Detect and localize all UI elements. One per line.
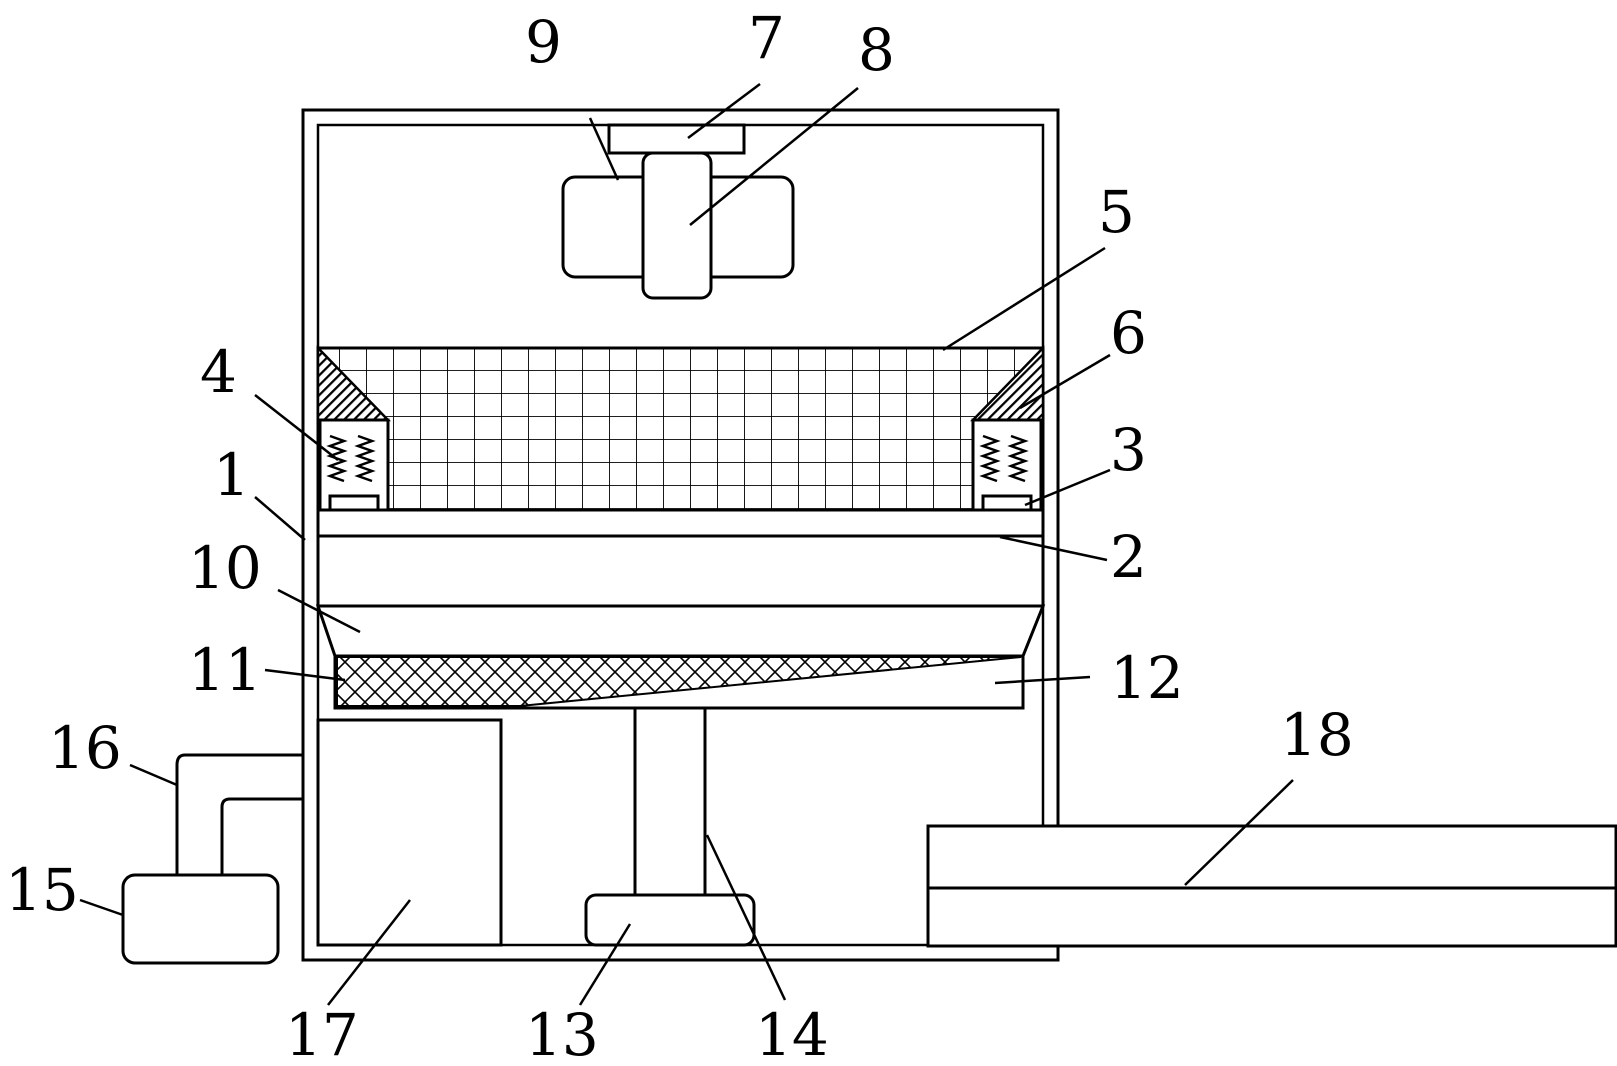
- pump-assembly: [121, 753, 305, 965]
- right-springs: [979, 434, 1029, 483]
- central-column: [584, 706, 756, 947]
- filter-media: [336, 656, 1022, 707]
- label-12: 12: [1110, 644, 1184, 712]
- tray-band: [316, 534, 1045, 608]
- label-6: 6: [1110, 299, 1147, 367]
- label-2: 2: [1110, 523, 1147, 591]
- label-11: 11: [188, 636, 262, 704]
- label-3: 3: [1110, 416, 1147, 484]
- conveyor: [926, 824, 1617, 948]
- internal-tank: [316, 718, 503, 947]
- top-motor-assembly: [561, 123, 795, 300]
- right-spring-base: [981, 494, 1033, 512]
- label-8: 8: [858, 16, 895, 84]
- label-1: 1: [213, 441, 250, 509]
- label-10: 10: [188, 534, 262, 602]
- label-4: 4: [200, 338, 237, 406]
- mesh-screen: [316, 346, 1045, 512]
- label-13: 13: [525, 1001, 599, 1066]
- label-14: 14: [755, 1001, 829, 1066]
- label-5: 5: [1098, 178, 1135, 246]
- left-spring-base: [328, 494, 380, 512]
- motor-shaft: [641, 151, 713, 300]
- support-plate: [316, 508, 1045, 538]
- conveyor-lower: [926, 886, 1617, 948]
- part-labels: 9 7 8 5 6 3 2 4 1 10 11 12 16 15 18 17 1…: [5, 4, 1354, 1066]
- label-18: 18: [1280, 701, 1354, 769]
- label-17: 17: [285, 1001, 359, 1066]
- label-15: 15: [5, 856, 79, 924]
- pump-body: [121, 873, 280, 965]
- motor-mount-plate: [607, 123, 746, 155]
- conveyor-upper: [926, 824, 1617, 890]
- label-16: 16: [48, 714, 122, 782]
- funnel: [315, 604, 1046, 658]
- support-column: [633, 706, 707, 897]
- filter-screen-assembly: [316, 344, 1045, 512]
- outlet-pipe: [175, 753, 305, 882]
- label-9: 9: [525, 8, 562, 76]
- leader-lines: [79, 83, 1294, 1006]
- collection-tray: [315, 534, 1046, 710]
- label-7: 7: [748, 4, 785, 72]
- column-base: [584, 893, 756, 947]
